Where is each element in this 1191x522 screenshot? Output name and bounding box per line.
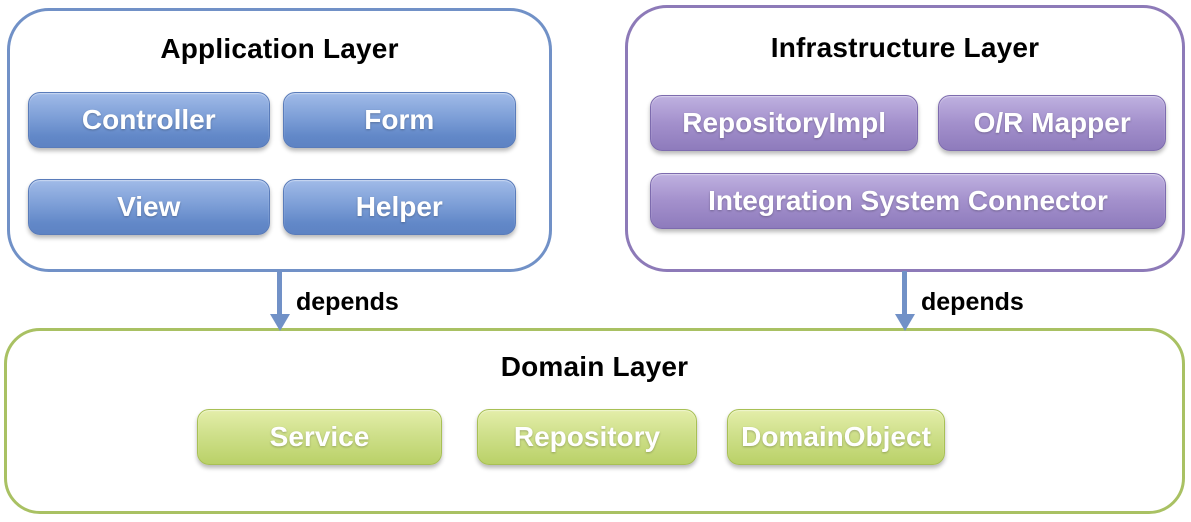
- box-form: Form: [282, 92, 516, 148]
- arrow-application-depends-label: depends: [296, 288, 399, 316]
- box-repository: Repository: [477, 409, 697, 465]
- application-layer-title: Application Layer: [160, 33, 399, 64]
- box-integration-system-connector: Integration System Connector: [650, 173, 1166, 229]
- box-repositoryimpl: RepositoryImpl: [650, 95, 919, 151]
- arrow-application-to-domain-shaft: [277, 271, 282, 316]
- box-helper: Helper: [282, 179, 516, 235]
- infrastructure-layer-title: Infrastructure Layer: [770, 32, 1040, 63]
- arrow-infrastructure-depends-label: depends: [921, 288, 1024, 316]
- domain-layer-boxes: Service Repository DomainObject: [197, 409, 1182, 465]
- domain-layer-title: Domain Layer: [500, 351, 689, 382]
- application-layer-boxes: Controller Form View Helper: [10, 92, 549, 235]
- infrastructure-layer-container: Infrastructure Layer RepositoryImpl O/R …: [625, 5, 1185, 272]
- box-domainobject: DomainObject: [727, 409, 945, 465]
- application-layer-container: Application Layer Controller Form View H…: [7, 8, 552, 272]
- infrastructure-layer-boxes: RepositoryImpl O/R Mapper Integration Sy…: [628, 95, 1182, 229]
- domain-layer-container: Domain Layer Service Repository DomainOb…: [4, 328, 1185, 514]
- arrow-infrastructure-to-domain-shaft: [902, 271, 907, 316]
- box-view: View: [28, 179, 270, 235]
- arrow-application-to-domain-head-icon: [270, 314, 290, 331]
- box-or-mapper: O/R Mapper: [938, 95, 1166, 151]
- box-service: Service: [197, 409, 442, 465]
- box-controller: Controller: [28, 92, 270, 148]
- arrow-infrastructure-to-domain-head-icon: [895, 314, 915, 331]
